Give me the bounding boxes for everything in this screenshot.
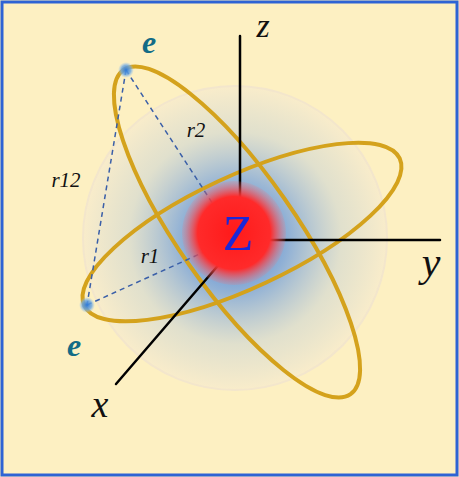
electron-dot bbox=[118, 62, 134, 78]
distance-label: r12 bbox=[51, 170, 80, 191]
nucleus-charge: Z bbox=[223, 208, 254, 258]
nucleus-circle bbox=[182, 181, 286, 285]
axis-label: x bbox=[92, 385, 109, 423]
electron-dot bbox=[79, 297, 95, 313]
distance-line bbox=[87, 70, 126, 305]
orbit bbox=[61, 108, 424, 357]
axis-label: y bbox=[422, 241, 441, 283]
distance-label: r2 bbox=[187, 120, 206, 141]
nucleus: Z bbox=[182, 181, 286, 285]
axes bbox=[116, 36, 440, 384]
electron-label: e bbox=[67, 329, 81, 361]
axis-label: z bbox=[256, 9, 269, 43]
distance-label: r1 bbox=[141, 246, 160, 267]
orbits bbox=[61, 37, 424, 428]
electron-label: e bbox=[142, 26, 156, 58]
electrons bbox=[79, 62, 134, 313]
